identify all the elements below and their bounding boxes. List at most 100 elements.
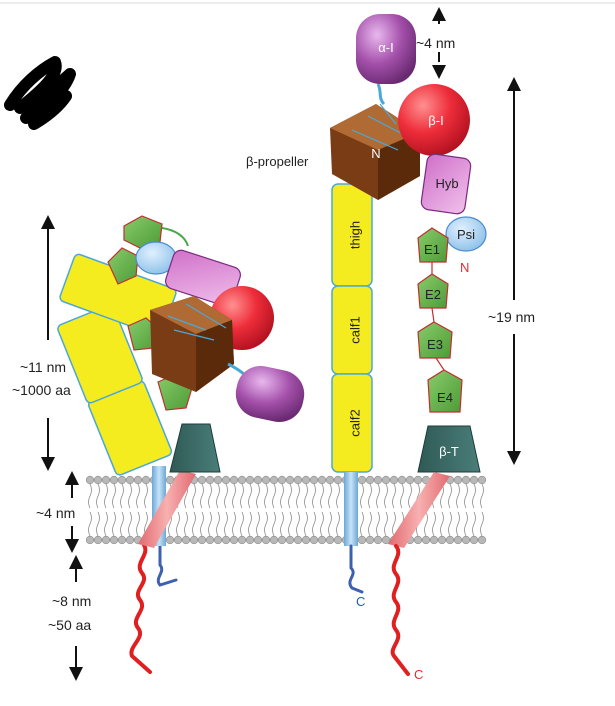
beta-c-terminus: C (414, 667, 423, 682)
lipid-head (213, 475, 223, 485)
lipid-head (413, 475, 423, 485)
lipid-head (365, 475, 375, 485)
lipid-head (117, 535, 127, 545)
lipid-head (181, 535, 191, 545)
lipid-head (269, 535, 279, 545)
lipid-head (469, 535, 479, 545)
lipid-head (269, 475, 279, 485)
beta-tm-left (138, 470, 196, 548)
lipid-head (229, 535, 239, 545)
redaction-scribble-icon (4, 56, 76, 130)
lipid-head (381, 535, 391, 545)
lipid-head (93, 475, 103, 485)
hyb-label: Hyb (435, 176, 458, 191)
bent-integrin (57, 215, 305, 674)
alpha-i-bent (227, 362, 305, 423)
e3-domain (417, 321, 453, 359)
membrane-4nm-label: ~4 nm (36, 505, 75, 521)
egf-bent-2 (107, 247, 139, 285)
beta-propeller-label: β-propeller (246, 154, 309, 169)
lipid-head (317, 475, 327, 485)
lipid-head (285, 475, 295, 485)
height-11nm-label: ~11 nm (20, 359, 66, 375)
alpha-i-domain (356, 14, 416, 84)
lipid-head (301, 475, 311, 485)
tail-8nm-label: ~8 nm (52, 593, 91, 609)
lipid-head (245, 535, 255, 545)
lipid-head (197, 535, 207, 545)
e1-domain (417, 227, 449, 263)
beta-tail-left (129, 543, 152, 674)
lipid-head (285, 535, 295, 545)
lipid-head (437, 535, 447, 545)
beta-i-domain (398, 84, 470, 156)
alpha-tail-right (348, 544, 364, 594)
propeller-n-label: N (371, 146, 380, 161)
lipid-head (109, 475, 119, 485)
lipid-head (453, 475, 463, 485)
aa-1000-label: ~1000 aa (12, 382, 71, 398)
lipid-head (333, 535, 343, 545)
lipid-head (277, 475, 287, 485)
lipid-head (173, 535, 183, 545)
lipid-head (461, 535, 471, 545)
lipid-head (205, 475, 215, 485)
alpha-tail-left (156, 543, 178, 587)
lipid-head (397, 475, 407, 485)
lipid-head (445, 535, 455, 545)
lipid-head (261, 475, 271, 485)
lipid-head (325, 535, 335, 545)
lipid-head (469, 475, 479, 485)
lipid-head (405, 475, 415, 485)
beta-n-terminus: N (460, 260, 469, 275)
lipid-head (237, 475, 247, 485)
aa-50-label: ~50 aa (48, 617, 91, 633)
lipid-head (101, 535, 111, 545)
lipid-head (197, 475, 207, 485)
lipid-head (357, 475, 367, 485)
beta-propeller-domain (330, 103, 420, 200)
psi-label: Psi (457, 227, 475, 242)
lipid-head (309, 475, 319, 485)
extended-integrin: thigh calf1 calf2 C α-I N β-propeller β-… (246, 14, 487, 682)
lipid-head (205, 535, 215, 545)
lipid-head (93, 535, 103, 545)
lipid-head (477, 475, 487, 485)
beta-i-label: β-I (428, 113, 443, 128)
lipid-head (389, 475, 399, 485)
lipid-head (373, 475, 383, 485)
lipid-head (413, 535, 423, 545)
beta-t-label: β-T (439, 444, 459, 459)
lipid-head (221, 535, 231, 545)
beta-tm-right (388, 472, 450, 548)
lipid-head (333, 475, 343, 485)
lipid-head (101, 475, 111, 485)
lipid-head (85, 475, 95, 485)
lipid-head (117, 475, 127, 485)
e2-label: E2 (425, 287, 441, 302)
lipid-head (429, 535, 439, 545)
lipid-head (461, 475, 471, 485)
beta-propeller-bent (150, 296, 234, 392)
lipid-head (125, 535, 135, 545)
calf2-label: calf2 (347, 409, 362, 436)
psi-domain (445, 216, 487, 252)
lipid-head (277, 535, 287, 545)
alpha-tm-right (344, 472, 358, 546)
lipid-head (253, 535, 263, 545)
lipid-head (301, 535, 311, 545)
beta-t-bent (169, 423, 221, 473)
lipid-head (189, 535, 199, 545)
thigh-label: thigh (347, 221, 362, 249)
lipid-head (165, 535, 175, 545)
alpha-c-terminus: C (356, 594, 365, 609)
beta-tail-right (390, 544, 410, 676)
alpha-i-label: α-I (378, 40, 393, 55)
lipid-head (293, 535, 303, 545)
height-19nm-label: ~19 nm (488, 309, 535, 325)
lipid-head (261, 535, 271, 545)
lipid-head (421, 535, 431, 545)
calf1-label: calf1 (347, 316, 362, 343)
lipid-head (221, 475, 231, 485)
